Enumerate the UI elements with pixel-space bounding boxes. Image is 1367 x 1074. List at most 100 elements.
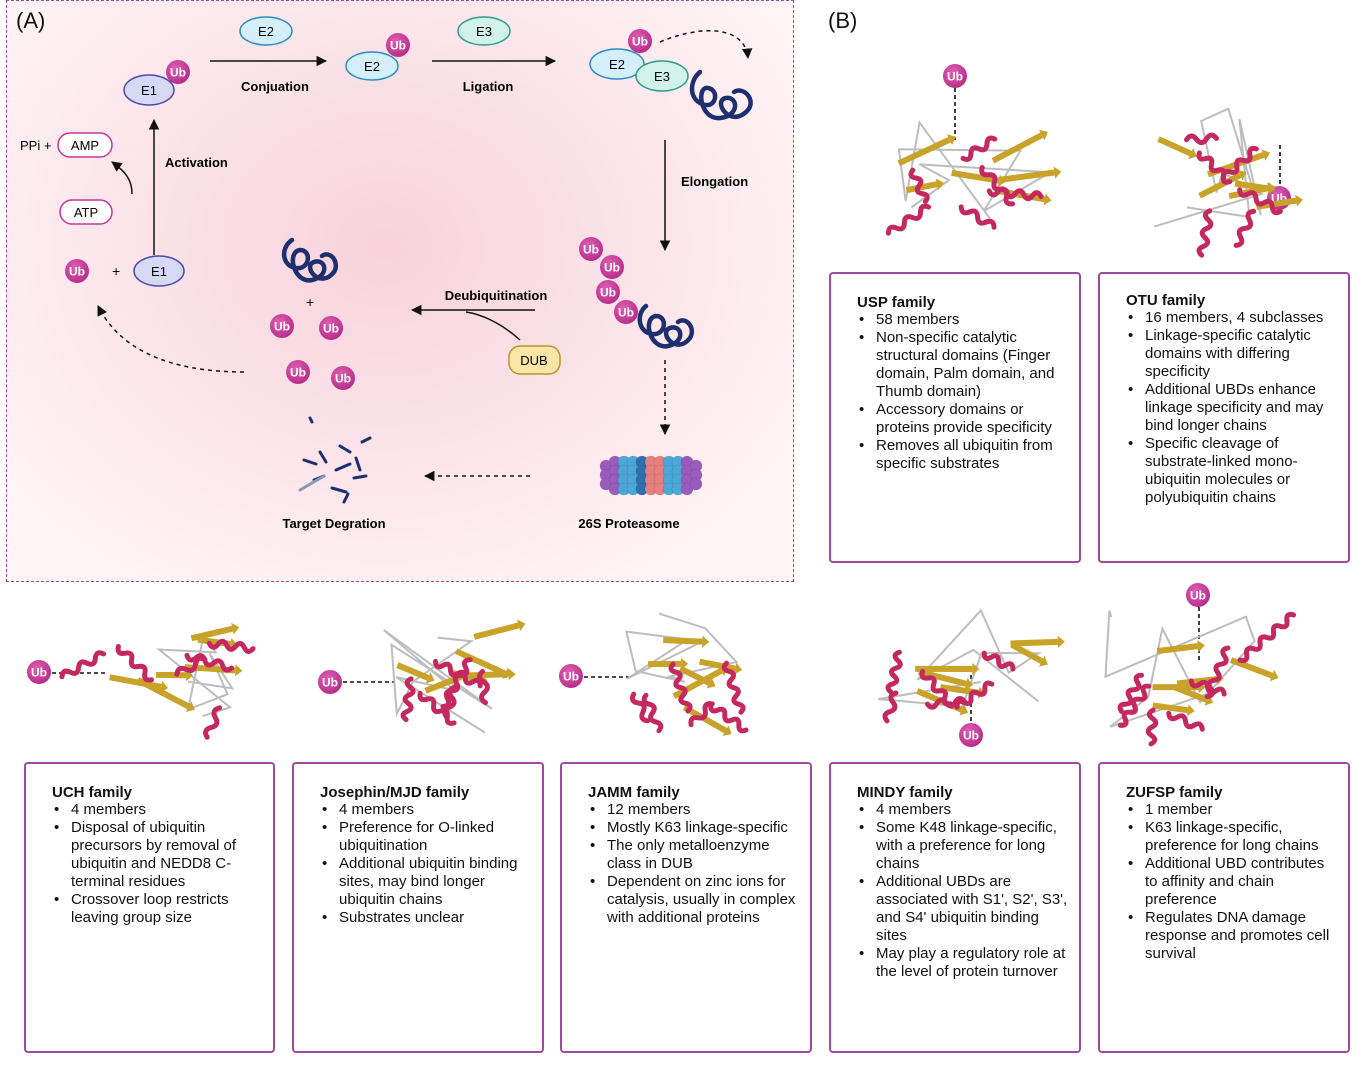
feature-item: Additional ubiquitin binding sites, may … <box>322 855 532 909</box>
feature-item: The only metalloenzyme class in DUB <box>590 837 800 873</box>
svg-text:Ub: Ub <box>632 35 648 49</box>
feature-item: Regulates DNA damage response and promot… <box>1128 909 1338 963</box>
family-features: 4 members Some K48 linkage-specific, wit… <box>857 801 1069 981</box>
feature-item: Linkage-specific catalytic domains with … <box>1128 327 1338 381</box>
ub-icon: Ub <box>27 660 51 684</box>
feature-item: Disposal of ubiquitin precursors by remo… <box>54 819 263 891</box>
ub-icon: Ub <box>166 60 190 84</box>
svg-text:Ub: Ub <box>390 39 406 53</box>
mindy-structure-icon <box>878 608 1065 724</box>
mindy-family-card: MINDY family 4 members Some K48 linkage-… <box>829 762 1081 1053</box>
family-title: OTU family <box>1126 292 1206 309</box>
conjugation-label: Conjuation <box>241 79 309 94</box>
ligation-label: Ligation <box>463 79 514 94</box>
dub-label: DUB <box>520 353 547 368</box>
svg-text:Ub: Ub <box>600 286 616 300</box>
family-features: 1 member K63 linkage-specific, preferenc… <box>1126 801 1338 963</box>
plus-sign-free-ub: + <box>306 294 314 310</box>
atp-node: ATP <box>59 199 113 225</box>
family-title: ZUFSP family <box>1126 784 1223 801</box>
feature-item: Dependent on zinc ions for catalysis, us… <box>590 873 800 927</box>
svg-text:Ub: Ub <box>69 265 85 279</box>
usp-structure-icon <box>885 120 1062 236</box>
feature-item: Additional UBDs are associated with S1',… <box>859 873 1069 945</box>
ub-icon: Ub <box>65 259 89 283</box>
feature-item: K63 linkage-specific, preference for lon… <box>1128 819 1338 855</box>
plus-sign-e1: + <box>112 263 120 279</box>
ub-icon: Ub <box>386 33 410 57</box>
svg-text:Ub: Ub <box>323 322 339 336</box>
proteasome-26s-icon <box>599 455 703 496</box>
feature-item: Crossover loop restricts leaving group s… <box>54 891 263 927</box>
svg-text:Ub: Ub <box>1190 589 1206 603</box>
panel-a-label: (A) <box>16 8 46 33</box>
e2-top-node: E2 <box>239 16 293 46</box>
family-features: 4 members Preference for O-linked ubiqui… <box>320 801 532 927</box>
feature-item: Accessory domains or proteins provide sp… <box>859 401 1069 437</box>
josephin-mjd-family-card: Josephin/MJD family 4 members Preference… <box>292 762 544 1053</box>
substrate-protein-icon <box>637 303 695 349</box>
deubiquitination-label: Deubiquitination <box>445 288 548 303</box>
ub-icon: Ub <box>286 360 310 384</box>
feature-item: Additional UBDs enhance linkage specific… <box>1128 381 1338 435</box>
family-title: MINDY family <box>857 784 953 801</box>
zufsp-structure-icon <box>1104 610 1297 747</box>
ub-icon: Ub <box>318 670 342 694</box>
ppi-label: PPi + <box>20 138 51 153</box>
svg-text:Ub: Ub <box>947 70 963 84</box>
proteasome-label: 26S Proteasome <box>578 516 679 531</box>
feature-item: Additional UBD contributes to affinity a… <box>1128 855 1338 909</box>
feature-item: Some K48 linkage-specific, with a prefer… <box>859 819 1069 873</box>
svg-text:Ub: Ub <box>583 243 599 257</box>
ub-icon: Ub <box>270 314 294 338</box>
feature-item: 1 member <box>1128 801 1338 819</box>
family-title: USP family <box>857 294 936 311</box>
panel-b-label: (B) <box>828 8 858 33</box>
svg-text:Ub: Ub <box>604 261 620 275</box>
e1-bottom-label: E1 <box>151 264 167 279</box>
svg-text:Ub: Ub <box>335 372 351 386</box>
ub-icon: Ub <box>596 280 620 304</box>
amp-label: AMP <box>71 138 99 153</box>
ub-icon: Ub <box>628 29 652 53</box>
uch-family-card: UCH family 4 members Disposal of ubiquit… <box>24 762 275 1053</box>
feature-item: Mostly K63 linkage-specific <box>590 819 800 837</box>
svg-text:Ub: Ub <box>274 320 290 334</box>
activation-label: Activation <box>165 155 228 170</box>
family-title: JAMM family <box>588 784 680 801</box>
svg-text:Ub: Ub <box>963 729 979 743</box>
svg-text:Ub: Ub <box>31 666 47 680</box>
ub-icon: Ub <box>614 300 638 324</box>
degradation-label: Target Degration <box>282 516 385 531</box>
feature-item: Preference for O-linked ubiquitination <box>322 819 532 855</box>
ub-icon: Ub <box>943 64 967 88</box>
zufsp-family-card: ZUFSP family 1 member K63 linkage-specif… <box>1098 762 1350 1053</box>
family-features: 58 members Non-specific catalytic struct… <box>857 311 1069 473</box>
arrows <box>97 30 753 482</box>
substrate-protein-icon <box>282 237 339 283</box>
ub-icon: Ub <box>579 237 603 261</box>
feature-item: 4 members <box>859 801 1069 819</box>
uch-structure-icon <box>59 622 256 740</box>
e2-mid-label: E2 <box>364 59 380 74</box>
feature-item: 4 members <box>322 801 532 819</box>
jamm-structure-icon <box>625 612 749 736</box>
dub-node: DUB <box>508 345 561 375</box>
ub-icon: Ub <box>319 316 343 340</box>
ub-icon: Ub <box>600 255 624 279</box>
family-features: 12 members Mostly K63 linkage-specific T… <box>588 801 800 927</box>
feature-item: 12 members <box>590 801 800 819</box>
degraded-peptides-icon <box>298 416 372 504</box>
svg-text:Ub: Ub <box>322 676 338 690</box>
feature-item: Specific cleavage of substrate-linked mo… <box>1128 435 1338 507</box>
ub-icon: Ub <box>331 366 355 390</box>
feature-item: Non-specific catalytic structural domain… <box>859 329 1069 401</box>
svg-text:Ub: Ub <box>563 670 579 684</box>
e3-top-node: E3 <box>457 16 511 46</box>
e2-mid-node: E2 <box>345 51 399 81</box>
usp-family-card: USP family 58 members Non-specific catal… <box>829 272 1081 563</box>
family-features: 4 members Disposal of ubiquitin precurso… <box>52 801 263 927</box>
e1-top-label: E1 <box>141 83 157 98</box>
